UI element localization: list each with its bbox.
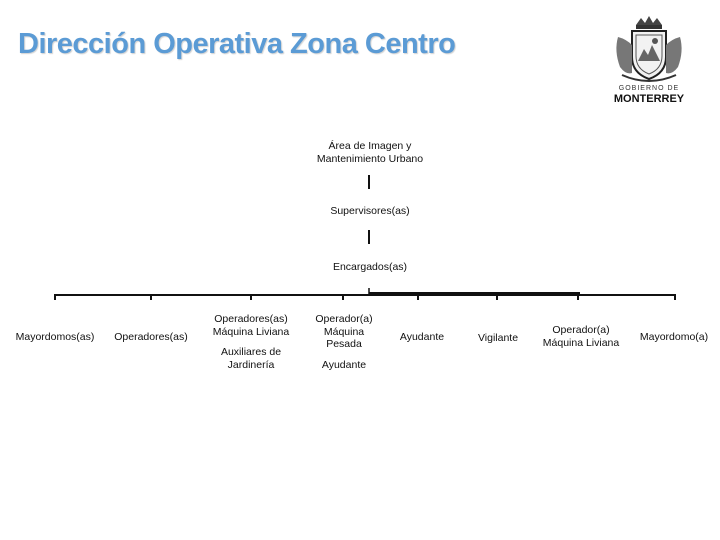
unit-label: Vigilante [477, 332, 519, 344]
unit-label: Máquina Liviana [542, 336, 620, 349]
node-managers: Encargados(as) [332, 261, 408, 273]
coat-of-arms-icon [616, 16, 682, 82]
unit-label: Operadores(as) [114, 331, 188, 343]
node-root: Área de Imagen y Mantenimiento Urbano [300, 140, 440, 165]
unit-vigilante: Vigilante [458, 332, 538, 345]
unit-operador-maquina-pesada: Operador(a) Máquina Pesada Ayudante [298, 313, 390, 371]
unit-label: Mayordomos(as) [15, 331, 95, 343]
unit-label: Operadores(as) [214, 313, 288, 325]
unit-sub-label: Ayudante [321, 358, 367, 371]
node-root-line1: Área de Imagen y [328, 140, 412, 152]
unit-label: Operador(a) [552, 324, 610, 336]
unit-label: Mayordomo(a) [639, 331, 709, 343]
logo-line1: GOBIERNO DE [618, 85, 680, 92]
unit-mayordomo: Mayordomo(a) [632, 331, 716, 344]
logo-line2: MONTERREY [613, 93, 685, 105]
unit-sub-label: Jardinería [227, 358, 275, 371]
monterrey-logo: GOBIERNO DE MONTERREY [608, 15, 690, 107]
unit-label: Máquina Liviana [212, 325, 290, 338]
node-supervisors: Supervisores(as) [330, 205, 410, 217]
unit-sub-label: Auxiliares de [220, 346, 282, 359]
unit-label: Ayudante [399, 331, 445, 343]
page-title: Dirección Operativa Zona Centro [18, 28, 456, 60]
unit-ayudante: Ayudante [382, 331, 462, 344]
node-root-line2: Mantenimiento Urbano [316, 152, 424, 165]
unit-operadores-maquina-liviana: Operadores(as) Máquina Liviana Auxiliare… [196, 313, 306, 371]
unit-operadores: Operadores(as) [101, 331, 201, 344]
unit-mayordomos: Mayordomos(as) [5, 331, 105, 344]
unit-label: Pesada [326, 338, 362, 351]
unit-operador-maquina-liviana: Operador(a) Máquina Liviana [531, 324, 631, 349]
unit-label: Máquina [323, 325, 365, 338]
unit-label: Operador(a) [315, 313, 373, 325]
